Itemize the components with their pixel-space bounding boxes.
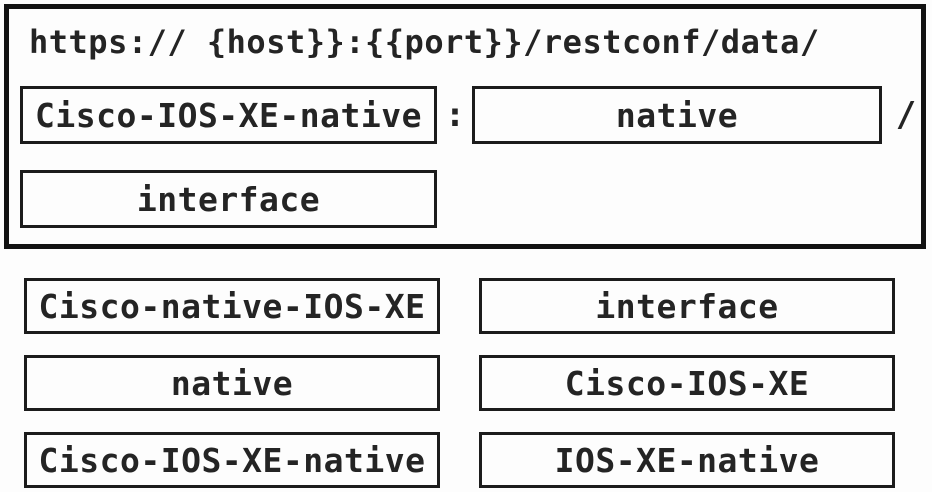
drop-slot-leaf[interactable]: interface	[20, 170, 437, 228]
option-cisco-ios-xe-native[interactable]: Cisco-IOS-XE-native	[24, 432, 440, 488]
drop-slot-module-name[interactable]: Cisco-IOS-XE-native	[20, 86, 437, 144]
option-cisco-ios-xe[interactable]: Cisco-IOS-XE	[479, 355, 895, 411]
base-url-text: https:// {host}}:{{port}}/restconf/data/	[29, 23, 820, 61]
option-interface[interactable]: interface	[479, 278, 895, 334]
colon-separator: :	[444, 95, 466, 135]
option-native[interactable]: native	[24, 355, 440, 411]
url-template-panel: https:// {host}}:{{port}}/restconf/data/…	[4, 4, 926, 249]
drop-slot-container[interactable]: native	[472, 86, 882, 144]
option-ios-xe-native[interactable]: IOS-XE-native	[479, 432, 895, 488]
answer-options-grid: Cisco-native-IOS-XE interface native Cis…	[24, 278, 895, 488]
slash-separator: /	[895, 95, 917, 135]
option-cisco-native-ios-xe[interactable]: Cisco-native-IOS-XE	[24, 278, 440, 334]
